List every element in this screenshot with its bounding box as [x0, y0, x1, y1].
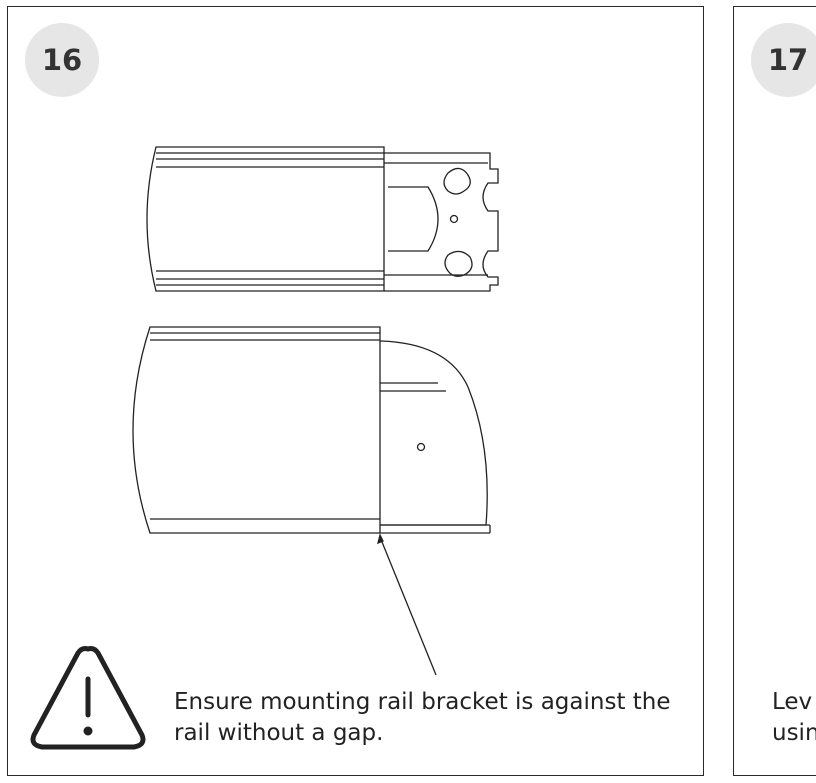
step-number-badge: 17: [751, 23, 816, 97]
side-view-drawing: [132, 326, 491, 534]
warning-triangle-icon: [30, 646, 146, 750]
callout-leader-line: [379, 536, 437, 676]
instruction-panel-step-16: 16: [7, 6, 704, 776]
step-number-badge: 16: [25, 23, 99, 97]
note-line-2: usin: [772, 720, 816, 746]
note-line-1: Lev: [772, 689, 813, 715]
mounting-rail-bracket-diagram: [132, 146, 499, 676]
instruction-panel-step-17: 17 Lev usin: [733, 6, 816, 776]
top-view-drawing: [146, 146, 499, 292]
step-instruction-note: Lev usin: [772, 687, 816, 749]
step-instruction-note: Ensure mounting rail bracket is against …: [174, 689, 671, 746]
